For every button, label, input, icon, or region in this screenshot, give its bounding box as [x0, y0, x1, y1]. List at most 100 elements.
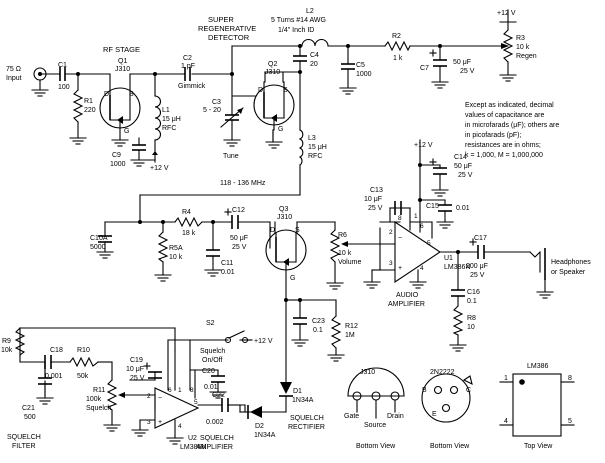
d2-label: D2 [255, 423, 264, 430]
ground-q1-gate [111, 139, 129, 147]
ground-c7 [431, 81, 449, 89]
diode-d2-symbol [247, 405, 262, 419]
c12-label: C12 [232, 207, 245, 214]
d2-type: 1N34A [254, 432, 276, 439]
squelch-filter-label-2: FILTER [12, 443, 36, 450]
l3-label: L3 [308, 135, 316, 142]
ground-r6 [326, 282, 344, 290]
l1-label: L1 [162, 107, 170, 114]
r9-value: 10k [1, 347, 13, 354]
ground-r3 [499, 74, 517, 82]
ground-c9 [130, 159, 148, 167]
q2-label: Q2 [268, 61, 277, 68]
r8-label: R8 [467, 315, 476, 322]
ground-c21 [36, 397, 54, 405]
capacitor-c17-symbol [469, 238, 485, 259]
l1-value: 15 μH [162, 116, 181, 123]
ground-r8 [449, 344, 467, 352]
c21-value: 500 [24, 414, 36, 421]
svg-text:8: 8 [398, 215, 402, 222]
r11-type: Squelch [86, 405, 111, 412]
c4-label: C4 [310, 52, 319, 59]
j310-view: Bottom View [356, 443, 396, 450]
c4-value: 20 [310, 61, 318, 68]
c5-label: C5 [356, 62, 365, 69]
capacitor-c18-symbol [44, 355, 52, 369]
ground-u2-in [131, 419, 156, 437]
squelch-rectifier-label-1: SQUELCH [290, 415, 324, 422]
note-line-6: k = 1,000, M = 1,000,000 [465, 152, 543, 159]
2n2222-package-view [421, 373, 473, 423]
lm386-title: LM386 [527, 363, 549, 370]
schematic-labels: 75 Ω Input C1 100 R1 220 RF STAGE Q1 J31… [1, 8, 591, 451]
svg-text:3: 3 [147, 419, 151, 426]
capacitor-c4-symbol [293, 55, 307, 62]
r3-type: Regen [516, 53, 537, 60]
r4-label: R4 [182, 209, 191, 216]
transistor-q2-symbol [253, 81, 295, 131]
svg-text:−: − [158, 395, 162, 402]
lm386-package-view [499, 373, 575, 437]
u1-supply-label: +12 V [414, 142, 433, 149]
r1-value: 220 [84, 107, 96, 114]
d1-label: D1 [293, 388, 302, 395]
r6-label: R6 [338, 232, 347, 239]
switch-s2-symbol [224, 330, 249, 344]
capacitor-c9-symbol [132, 144, 146, 161]
node-dot [298, 298, 302, 302]
c7-value: 50 μF [453, 59, 471, 66]
c23-label: C23 [312, 318, 325, 325]
l2-dia: 1/4" Inch ID [278, 27, 314, 34]
c18-value: 0.001 [45, 373, 63, 380]
c5-value: 1000 [356, 71, 372, 78]
capacitor-c19-symbol [143, 362, 162, 379]
r8-value: 10 [467, 324, 475, 331]
q1-type: J310 [115, 66, 130, 73]
resistor-r8-symbol [452, 305, 464, 336]
note-line-1: Except as indicated, decimal [465, 102, 554, 109]
capacitor-c13-symbol [389, 201, 411, 223]
node-dot [418, 163, 422, 167]
c11-label: C11 [221, 260, 233, 267]
c13-value: 10 μF [364, 196, 382, 203]
c11-value: 0.01 [221, 269, 235, 276]
potentiometer-r11-symbol [106, 379, 125, 411]
capacitor-c11-symbol [206, 249, 220, 257]
j310-package-view [347, 367, 405, 419]
note-line-2: values of capacitance are [465, 112, 544, 119]
squelch-amp-label-1: SQUELCH [200, 435, 234, 442]
2n2222-view: Bottom View [430, 443, 470, 450]
c1-value: 100 [58, 84, 70, 91]
r12-value: 1M [345, 332, 355, 339]
resistor-r5a-symbol [157, 231, 169, 263]
c12-voltage: 25 V [232, 244, 247, 251]
ground-c15 [436, 221, 454, 229]
r10-value: 50k [77, 373, 89, 380]
svg-text:2: 2 [147, 393, 151, 400]
node-dot [284, 298, 288, 302]
svg-text:8: 8 [190, 387, 194, 394]
svg-text:−: − [398, 235, 402, 242]
ground-r11 [103, 424, 121, 432]
headphones-label: Headphones [551, 259, 591, 266]
j310-drain: Drain [387, 413, 404, 420]
c22-value: 0.002 [206, 419, 224, 426]
note-line-4: in picofarads (pF); [465, 132, 521, 139]
u1-label: U1 [444, 255, 453, 262]
svg-text:6: 6 [168, 387, 172, 394]
ground-c3 [223, 139, 241, 147]
ground-c5 [339, 87, 357, 95]
c12-value: 50 μF [230, 235, 248, 242]
c10a-label: C10A [90, 235, 108, 242]
l1-type: RFC [162, 125, 176, 132]
ground-c10a [96, 251, 114, 259]
2n2222-e: E [432, 411, 437, 418]
ground-c23 [291, 339, 309, 347]
c14-label: C14 [454, 154, 467, 161]
j310-title: J310 [360, 369, 375, 376]
ground-u1 [409, 281, 427, 289]
c19-voltage: 25 V [130, 375, 145, 382]
q2-type: J310 [265, 69, 280, 76]
input-jack-symbol [31, 67, 49, 97]
node-dot [161, 220, 165, 224]
